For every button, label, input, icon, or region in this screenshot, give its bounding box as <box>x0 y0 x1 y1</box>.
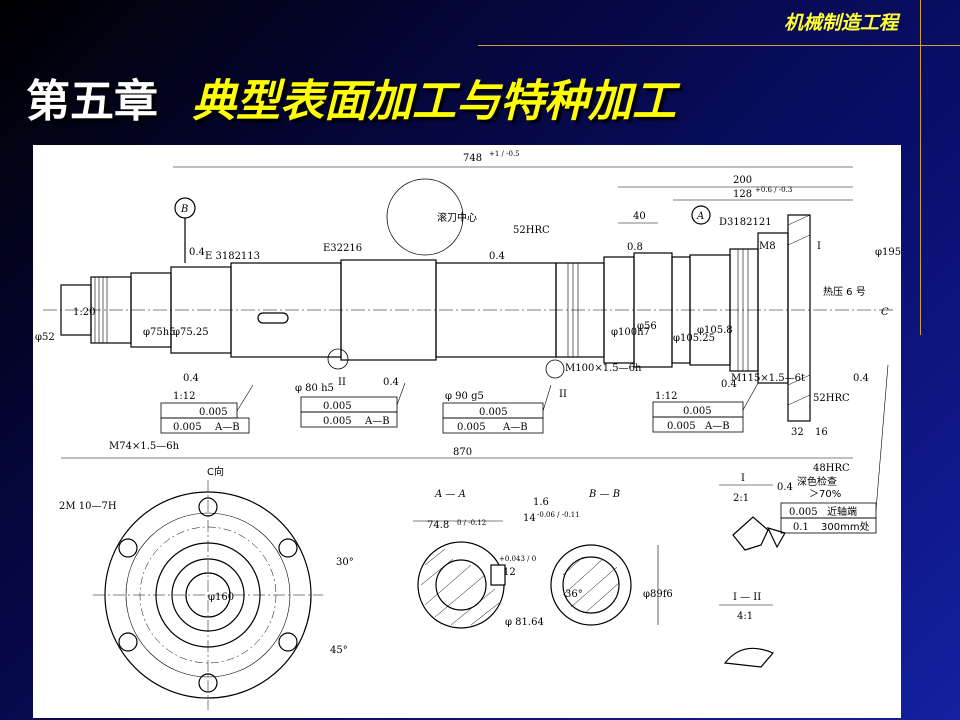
slide-title-row: 第五章 典型表面加工与特种加工 <box>26 62 676 132</box>
dye-check-label: 深色检查 <box>797 475 837 488</box>
dim-d75h5: φ75h5 <box>143 327 176 338</box>
detail-roman-1: II <box>338 377 346 388</box>
dim-d10525: φ105.25 <box>673 333 715 344</box>
angle-36: 36° <box>565 589 583 600</box>
roughness-4: 0.4 <box>383 377 399 388</box>
dim-m115: M115×1.5—6t <box>731 373 805 384</box>
header-rule-vertical <box>920 0 921 335</box>
datum-ab-4: A—B <box>704 421 730 432</box>
roughness-9: 1.6 <box>533 497 549 508</box>
dim-16: 16 <box>815 427 828 438</box>
dim-870: 870 <box>453 447 472 458</box>
dim-m100: M100×1.5—6h <box>565 363 642 374</box>
dim-d160: φ160 <box>208 592 234 603</box>
dim-m74: M74×1.5—6h <box>109 441 180 452</box>
gt70-label: ＞70% <box>809 489 841 500</box>
dim-d7525: φ75.25 <box>173 327 209 338</box>
thread-m10-label: 2M 10—7H <box>59 501 117 512</box>
tol-value-2: 0.005 <box>173 422 202 433</box>
dim-14: 14 <box>523 513 536 524</box>
dim-748-tol: +1 / -0.5 <box>489 150 520 158</box>
dim-128-tol: +0.6 / -0.3 <box>755 186 792 194</box>
dim-d1058: φ105.8 <box>697 325 733 336</box>
c-view-label: C向 <box>207 465 224 478</box>
tol-value-10: 0.1 <box>793 522 809 533</box>
chapter-label: 第五章 <box>26 76 158 127</box>
drawing-canvas: 748 +1 / -0.5 200 128 +0.6 / -0.3 40 870… <box>35 150 901 710</box>
tol-value-8: 0.005 <box>667 421 696 432</box>
dim-128: 128 <box>733 189 752 200</box>
angle-45: 45° <box>330 645 348 656</box>
part-e1: E 3182113 <box>205 251 260 262</box>
taper-1-12-left: 1:12 <box>173 391 195 402</box>
detail-i-ii-title: I — II <box>733 592 761 603</box>
section-bb-label: B — B <box>588 489 620 500</box>
dim-32: 32 <box>791 427 804 438</box>
dim-40: 40 <box>633 211 646 222</box>
slide-title: 典型表面加工与特种加工 <box>192 76 676 127</box>
near-end-label: 近轴端 <box>827 505 857 518</box>
section-aa-label: A — A <box>434 489 466 500</box>
taper-1-12-right: 1:12 <box>655 391 677 402</box>
tol-value-4: 0.005 <box>323 416 352 427</box>
datum-ab-2: A—B <box>364 416 390 427</box>
tol-value-9: 0.005 <box>789 507 818 518</box>
length-300-label: 300mm处 <box>821 521 870 533</box>
detail-i-title: I <box>741 473 745 484</box>
dim-74-8-tol: 0 / -0.12 <box>457 519 486 527</box>
dim-d8916: φ89f6 <box>643 589 673 600</box>
datum-a-label: A <box>696 211 704 222</box>
detail-i-ii-scale: 4:1 <box>737 611 753 622</box>
roughness-8: 0.4 <box>777 482 793 493</box>
hot-press-label: 热压 6 号 <box>823 285 866 298</box>
dim-m8: M8 <box>759 241 776 252</box>
dim-d8164: φ 81.64 <box>505 617 544 628</box>
detail-roman-2: II <box>559 389 567 400</box>
dim-12: 12 <box>503 567 516 578</box>
dim-748: 748 <box>463 153 482 164</box>
part-d1: D3182121 <box>719 217 772 228</box>
tol-value-5: 0.005 <box>479 407 508 418</box>
detail-roman-3: I <box>817 241 821 252</box>
roughness-1: 0.4 <box>189 247 205 258</box>
roughness-3: 0.4 <box>489 251 505 262</box>
dim-d56: φ56 <box>637 321 657 332</box>
datum-ab-1: A—B <box>214 422 240 433</box>
roughness-5: 0.8 <box>627 242 643 253</box>
dim-12-tol: +0.043 / 0 <box>499 555 536 563</box>
dim-d52: φ52 <box>35 332 55 343</box>
roughness-6: 0.4 <box>721 379 737 390</box>
detail-i-scale: 2:1 <box>733 493 749 504</box>
hardness-52-top: 52HRC <box>513 225 550 236</box>
roughness-7: 0.4 <box>853 373 869 384</box>
course-header: 机械制造工程 <box>783 12 898 34</box>
dim-d80h5: φ 80 h5 <box>295 383 334 394</box>
dim-200: 200 <box>733 175 752 186</box>
datum-ab-3: A—B <box>502 422 528 433</box>
dim-14-tol: -0.06 / -0.11 <box>537 511 580 519</box>
view-c-marker: C <box>881 307 889 318</box>
datum-b-label: B <box>180 204 188 215</box>
tol-value-3: 0.005 <box>323 401 352 412</box>
tol-value-6: 0.005 <box>457 422 486 433</box>
tol-value-7: 0.005 <box>683 406 712 417</box>
hob-center-label: 滚刀中心 <box>437 211 477 224</box>
dim-d90g5: φ 90 g5 <box>445 391 484 402</box>
hardness-52-right: 52HRC <box>813 393 850 404</box>
angle-30: 30° <box>336 557 354 568</box>
hardness-48: 48HRC <box>813 463 850 474</box>
dim-74-8: 74.8 <box>427 520 449 531</box>
tol-value-1: 0.005 <box>199 407 228 418</box>
roughness-2: 0.4 <box>183 373 199 384</box>
header-rule-horizontal <box>478 45 960 46</box>
dim-d100h7: φ100h7 <box>611 327 650 338</box>
taper-1-20: 1:20 <box>73 307 95 318</box>
dim-d195: φ195 <box>875 247 901 258</box>
part-e2: E32216 <box>323 243 362 254</box>
engineering-drawing: 748 +1 / -0.5 200 128 +0.6 / -0.3 40 870… <box>33 145 901 718</box>
